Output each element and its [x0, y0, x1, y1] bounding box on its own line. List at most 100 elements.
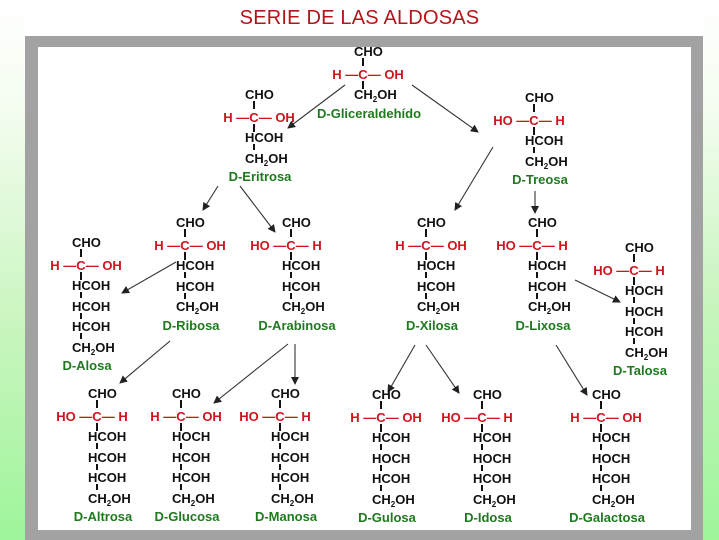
chain-group: HCOH: [525, 133, 564, 148]
chain-group: HOCH: [625, 303, 664, 319]
right-substituent: H: [555, 112, 565, 128]
aldehyde-group: CHO: [245, 87, 274, 102]
left-substituent: H: [570, 409, 580, 425]
bond-line: [180, 400, 182, 408]
diagram-canvas: [38, 47, 691, 530]
right-substituent: H: [312, 237, 322, 253]
bond-line: [481, 485, 483, 491]
bond-line: [481, 464, 483, 471]
page-title: SERIE DE LAS ALDOSAS: [239, 7, 480, 29]
chiral-carbon: —C—: [59, 257, 103, 273]
chiral-carbon: —C—: [258, 408, 302, 424]
bond-line: [600, 485, 602, 491]
bond-line: [533, 126, 535, 135]
arrow-eritrosa-arabinosa: [239, 185, 276, 233]
bond-line: [96, 443, 98, 449]
right-substituent: OH: [202, 408, 222, 424]
molecule-name: D-Gliceraldehído: [316, 105, 422, 121]
bond-line: [96, 463, 98, 470]
left-substituent: H: [332, 66, 342, 82]
primary-alcohol: CH2OH: [625, 344, 668, 362]
aldehyde-group: CHO: [417, 215, 446, 230]
left-substituent: H: [150, 408, 160, 424]
primary-alcohol: CH2OH: [72, 339, 115, 357]
bond-line: [533, 147, 535, 153]
molecule-name: D-Alosa: [62, 358, 112, 373]
molecule-name: D-Eritrosa: [228, 169, 292, 184]
chain-group: HCOH: [271, 470, 310, 485]
aldehyde-group: CHO: [625, 240, 654, 255]
chain-group: HCOH: [625, 324, 664, 339]
bond-line: [96, 422, 98, 431]
stereocenter-row: H —C— OH: [332, 65, 404, 86]
molecule-name: D-Glucosa: [154, 509, 220, 524]
bond-line: [290, 251, 292, 260]
chain-group: HCOH: [72, 319, 111, 334]
right-substituent: OH: [447, 237, 467, 253]
bond-line: [536, 229, 538, 237]
left-substituent: H: [154, 237, 164, 253]
chiral-carbon: —C—: [269, 237, 313, 253]
left-substituent: HO: [593, 262, 613, 278]
chiral-carbon: —C—: [512, 112, 556, 128]
bond-line: [533, 104, 535, 112]
bond-line: [80, 312, 82, 319]
bond-line: [184, 229, 186, 237]
bond-line: [633, 317, 635, 324]
bond-line: [184, 292, 186, 299]
aldehyde-group: CHO: [282, 215, 311, 230]
arrow-gliceraldehido-treosa: [411, 84, 479, 133]
chiral-carbon: —C—: [404, 237, 448, 253]
bond-line: [600, 401, 602, 409]
arrow-lixosa-talosa: [574, 279, 621, 303]
chain-group: HCOH: [172, 470, 211, 485]
primary-alcohol: CH2OH: [372, 491, 415, 509]
left-substituent: H: [50, 257, 60, 273]
chain-group: HCOH: [372, 430, 411, 445]
aldehyde-group: CHO: [88, 386, 117, 401]
molecule-name: D-Altrosa: [73, 509, 133, 524]
left-substituent: HO: [250, 237, 270, 253]
primary-alcohol: CH2OH: [528, 299, 571, 316]
bond-line: [633, 276, 635, 285]
arrow-treosa-xilosa: [454, 146, 494, 211]
primary-alcohol: CH2OH: [176, 299, 219, 316]
arrow-arabinosa-glucosa: [213, 343, 289, 404]
molecule-name: D-Idosa: [464, 510, 512, 525]
chiral-carbon: —C—: [612, 262, 656, 278]
left-substituent: HO: [441, 409, 461, 425]
stereocenter-row: HO —C— H: [239, 407, 311, 428]
bond-line: [633, 338, 635, 344]
left-substituent: HO: [493, 112, 513, 128]
chain-group: HCOH: [282, 258, 321, 273]
left-substituent: HO: [239, 408, 259, 424]
primary-alcohol: CH2OH: [473, 491, 516, 509]
right-substituent: H: [503, 409, 513, 425]
chain-group: HCOH: [528, 278, 567, 294]
right-gradient-strip: [703, 0, 719, 540]
bond-line: [600, 444, 602, 450]
chiral-carbon: —C—: [579, 409, 623, 425]
bond-line: [180, 422, 182, 431]
chain-group: HOCH: [172, 429, 211, 444]
left-substituent: H: [223, 109, 233, 125]
left-substituent: HO: [56, 408, 76, 424]
bond-line: [600, 423, 602, 432]
bond-line: [425, 229, 427, 237]
chain-group: HCOH: [172, 449, 211, 465]
right-substituent: OH: [275, 109, 295, 125]
chain-group: HCOH: [271, 449, 310, 465]
aldehyde-group: CHO: [525, 90, 554, 105]
molecule-name: D-Lixosa: [515, 317, 571, 333]
aldehyde-group: CHO: [72, 235, 101, 250]
aldehyde-group: CHO: [271, 386, 300, 401]
primary-alcohol: CH2OH: [525, 153, 568, 171]
chiral-carbon: —C—: [232, 109, 276, 125]
aldehyde-group: CHO: [372, 387, 401, 402]
bond-line: [362, 80, 364, 89]
aldehyde-group: CHO: [592, 387, 621, 402]
chain-group: HCOH: [88, 429, 127, 444]
bond-line: [253, 101, 255, 109]
right-substituent: OH: [102, 257, 122, 273]
bond-line: [600, 464, 602, 471]
